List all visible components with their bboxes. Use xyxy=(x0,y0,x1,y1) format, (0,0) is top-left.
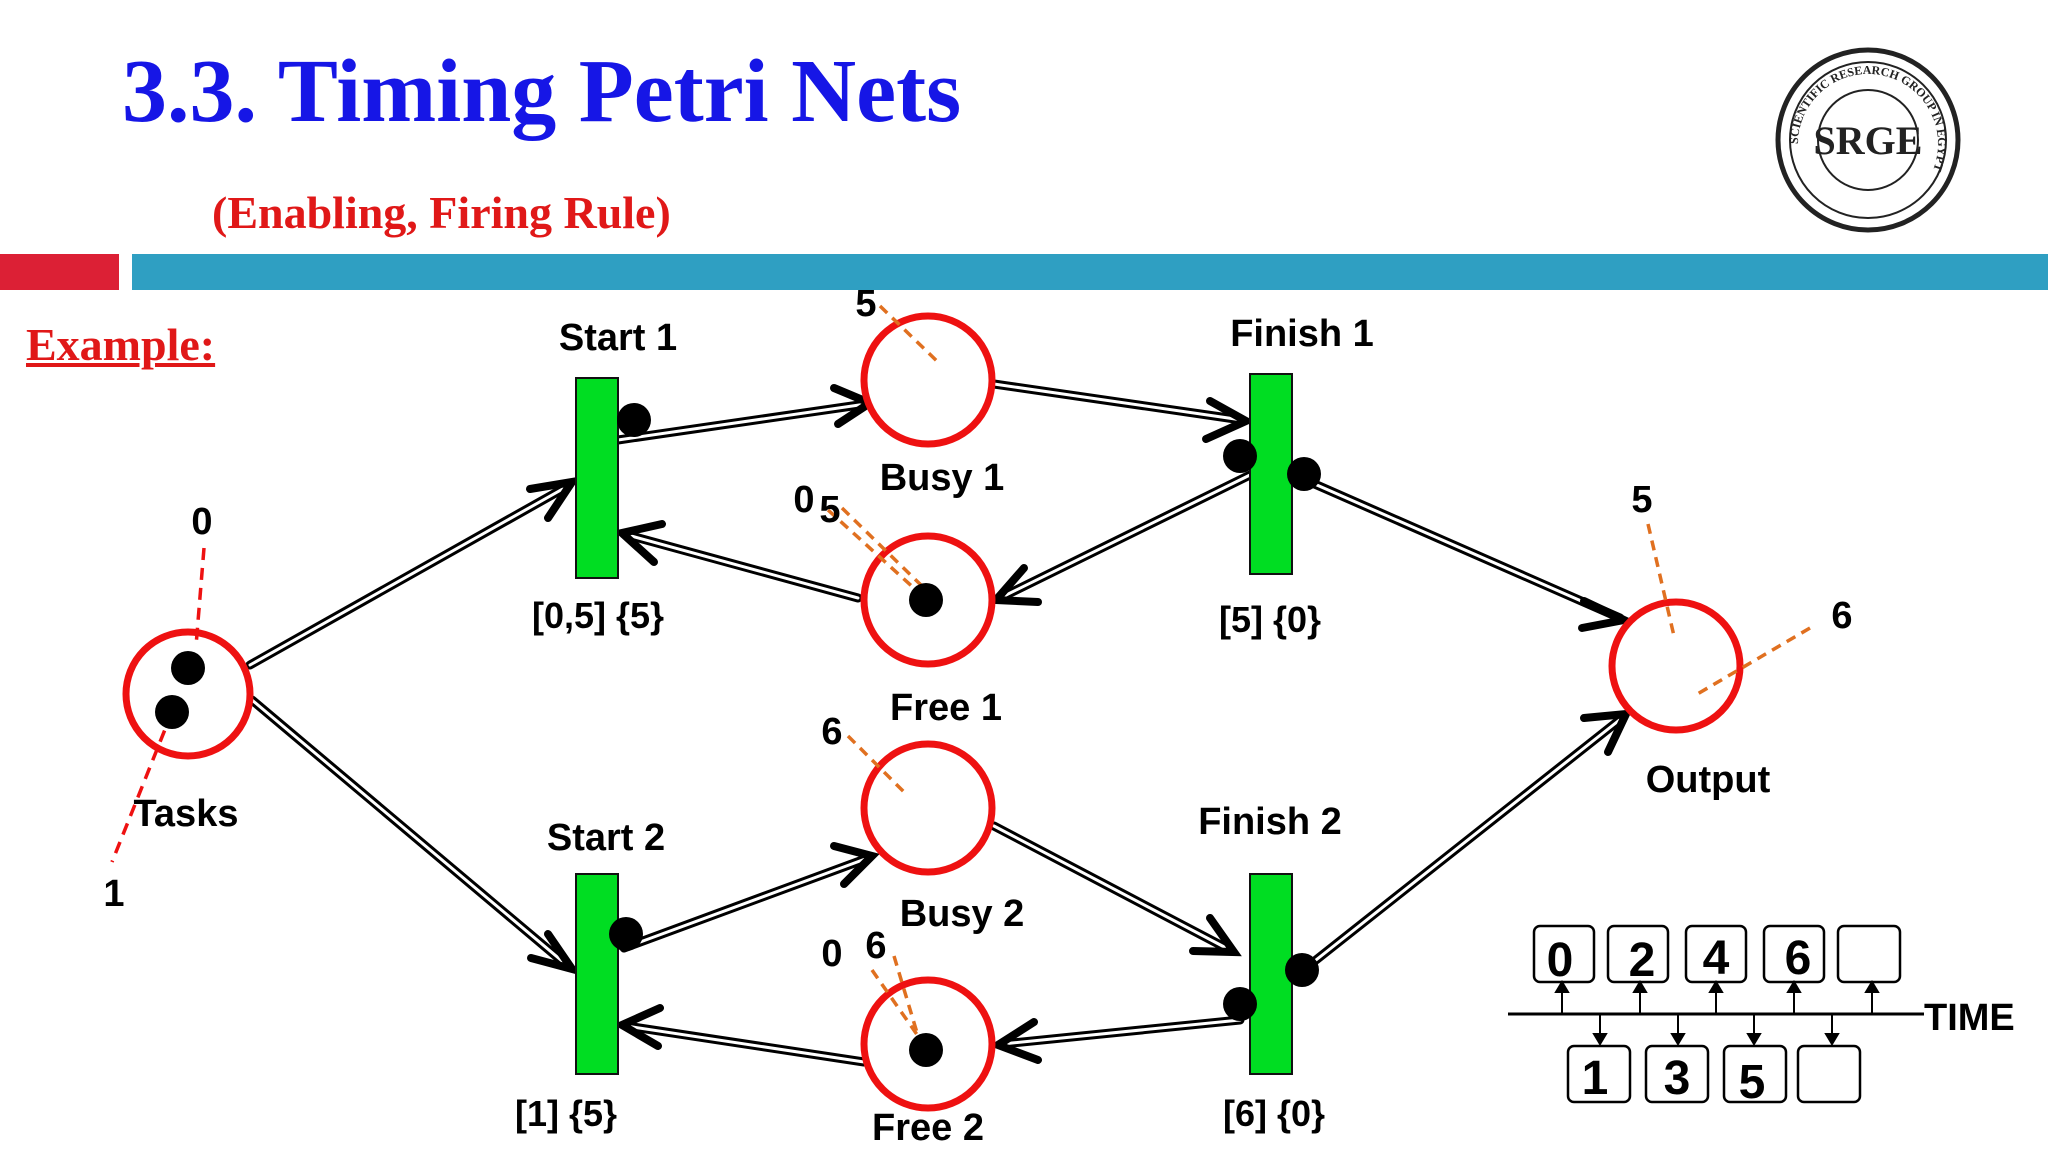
timeline-top-box xyxy=(1606,924,1670,984)
label-start1: Start 1 xyxy=(559,317,677,359)
arcs xyxy=(245,379,1637,1067)
mark-tasks-top: 0 xyxy=(191,501,212,543)
place-tasks xyxy=(122,628,254,760)
timing-finish1: [5] {0} xyxy=(1219,599,1321,640)
logo-text: SRGE xyxy=(1814,118,1923,163)
token-free1 xyxy=(909,583,943,617)
token-finish2-left xyxy=(1223,987,1257,1021)
token-start2 xyxy=(609,917,643,951)
timing-finish2: [6] {0} xyxy=(1223,1093,1325,1134)
timeline: TIME 0 2 4 6 1 3 5 xyxy=(1508,924,2015,1109)
arc-finish2-output xyxy=(1311,709,1633,965)
label-free1: Free 1 xyxy=(890,687,1002,729)
token-start1 xyxy=(617,403,651,437)
token-finish1-right xyxy=(1287,457,1321,491)
timeline-bottom-box xyxy=(1566,1044,1632,1104)
mark-output-a: 5 xyxy=(1631,479,1652,521)
label-free2: Free 2 xyxy=(872,1107,984,1149)
timeline-top-box xyxy=(1836,924,1902,984)
mark-free2-a: 0 xyxy=(821,933,842,975)
header-bar-blue xyxy=(132,254,2048,290)
token-tasks-1 xyxy=(171,651,205,685)
arc-finish1-output xyxy=(1305,477,1637,632)
arc-busy1-finish1 xyxy=(989,379,1255,443)
label-busy2: Busy 2 xyxy=(900,893,1025,935)
label-finish2: Finish 2 xyxy=(1198,801,1342,843)
arc-tasks-start1 xyxy=(245,476,581,670)
timeline-top-value: 4 xyxy=(1703,932,1730,985)
timeline-top-value: 6 xyxy=(1785,932,1812,985)
timeline-bottom-box xyxy=(1722,1044,1788,1104)
label-start2: Start 2 xyxy=(547,817,665,859)
example-label: Example: xyxy=(26,319,216,370)
arc-finish2-free2 xyxy=(989,1015,1245,1064)
token-finish2-right xyxy=(1285,953,1319,987)
arc-free2-start2 xyxy=(613,1004,869,1067)
mark-free1-a: 0 xyxy=(793,479,814,521)
arc-tasks-start2 xyxy=(247,695,582,976)
timeline-label: TIME xyxy=(1924,997,2015,1039)
arc-busy2-finish2 xyxy=(989,821,1242,957)
slide-subtitle: (Enabling, Firing Rule) xyxy=(212,187,671,238)
transition-finish1 xyxy=(1249,373,1293,575)
place-busy1 xyxy=(860,312,996,448)
arc-free1-start1 xyxy=(613,520,863,603)
timeline-bottom-value: 1 xyxy=(1582,1052,1609,1105)
timeline-bottom-value: 5 xyxy=(1739,1056,1766,1109)
arc-finish1-free1 xyxy=(987,469,1257,606)
place-output xyxy=(1608,598,1744,734)
mark-busy2: 6 xyxy=(821,711,842,753)
timeline-top-value: 0 xyxy=(1547,934,1574,987)
timeline-ticks xyxy=(1554,980,1880,1046)
mark-free2-b: 6 xyxy=(865,925,886,967)
timeline-bottom-box xyxy=(1644,1044,1710,1104)
timeline-top-value: 2 xyxy=(1629,934,1656,987)
transition-start2 xyxy=(575,873,619,1075)
mark-output-b: 6 xyxy=(1831,595,1852,637)
transition-start1 xyxy=(575,377,619,579)
label-tasks: Tasks xyxy=(134,793,239,835)
token-finish1-left xyxy=(1223,439,1257,473)
header-bar-red xyxy=(0,254,119,290)
mark-free1-b: 5 xyxy=(819,489,840,531)
mark-busy1: 5 xyxy=(855,283,876,325)
mark-tasks-bottom: 1 xyxy=(103,873,124,915)
slide-title: 3.3. Timing Petri Nets xyxy=(122,42,962,141)
tasks-time-markers xyxy=(110,547,206,863)
timeline-top-box xyxy=(1532,924,1596,984)
label-finish1: Finish 1 xyxy=(1230,313,1374,355)
token-tasks-2 xyxy=(155,695,189,729)
srge-logo: SCIENTIFIC RESEARCH GROUP IN EGYPT SRGE xyxy=(1775,47,1961,233)
label-busy1: Busy 1 xyxy=(880,457,1005,499)
place-busy2 xyxy=(860,740,996,876)
timeline-bottom-value: 3 xyxy=(1664,1052,1691,1105)
time-markers xyxy=(826,304,1811,1038)
arc-start2-busy2 xyxy=(619,842,880,953)
label-output: Output xyxy=(1646,759,1771,801)
arc-start1-busy1 xyxy=(613,384,879,445)
tokens xyxy=(155,403,1321,1067)
timing-start2: [1] {5} xyxy=(515,1093,617,1134)
timeline-bottom-box xyxy=(1796,1044,1862,1104)
timing-start1: [0,5] {5} xyxy=(532,595,664,636)
token-free2 xyxy=(909,1033,943,1067)
